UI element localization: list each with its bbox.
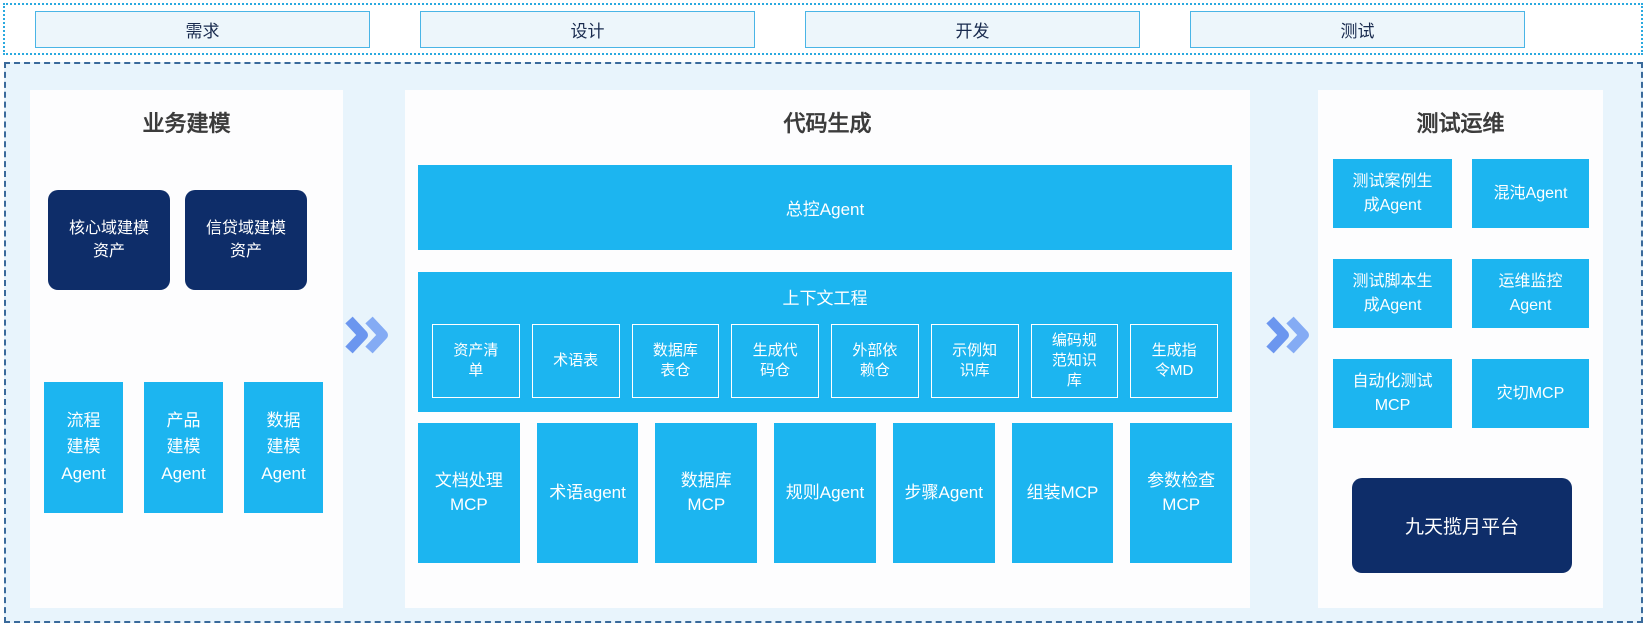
asset-list-box: 资产清 单 bbox=[432, 324, 520, 398]
panel-code-generation: 代码生成 总控Agent 上下文工程 资产清 单 术语表 数据库 表仓 生成代 … bbox=[405, 90, 1250, 608]
phase-box-design: 设计 bbox=[420, 10, 755, 48]
panel-business-modeling: 业务建模 核心域建模 资产 信贷域建模 资产 流程 建模 Agent 产品 建模… bbox=[30, 90, 343, 608]
glossary-box: 术语表 bbox=[531, 324, 620, 398]
step-agent-box: 步骤Agent bbox=[892, 423, 995, 563]
rule-agent-box: 规则Agent bbox=[774, 423, 876, 563]
example-knowledge-base-box: 示例知 识库 bbox=[930, 324, 1019, 398]
double-chevron-right-icon bbox=[344, 316, 390, 354]
parameter-check-mcp-box: 参数检查 MCP bbox=[1130, 423, 1233, 563]
context-engineering-box: 上下文工程 资产清 单 术语表 数据库 表仓 生成代 码仓 外部依 赖仓 示例知… bbox=[418, 272, 1232, 412]
credit-domain-modeling-asset-box: 信贷域建模 资产 bbox=[185, 190, 307, 290]
modeling-agent-row: 流程 建模 Agent 产品 建模 Agent 数据 建模 Agent bbox=[44, 382, 323, 513]
jiutian-lanyue-platform-box: 九天揽月平台 bbox=[1352, 478, 1572, 573]
phase-box-requirements: 需求 bbox=[35, 10, 370, 48]
double-chevron-right-icon bbox=[1265, 316, 1311, 354]
disaster-switch-mcp-box: 灾切MCP bbox=[1472, 359, 1589, 428]
context-item-row: 资产清 单 术语表 数据库 表仓 生成代 码仓 外部依 赖仓 示例知 识库 编码… bbox=[432, 324, 1218, 398]
coding-standard-knowledge-base-box: 编码规 范知识 库 bbox=[1030, 324, 1119, 398]
tool-box-row: 文档处理 MCP 术语agent 数据库 MCP 规则Agent 步骤Agent… bbox=[418, 423, 1233, 563]
automated-testing-mcp-box: 自动化测试 MCP bbox=[1333, 359, 1452, 428]
assembly-mcp-box: 组装MCP bbox=[1011, 423, 1114, 563]
data-modeling-agent-box: 数据 建模 Agent bbox=[244, 382, 323, 513]
asset-box-row: 核心域建模 资产 信贷域建模 资产 bbox=[48, 190, 307, 290]
database-mcp-box: 数据库 MCP bbox=[655, 423, 758, 563]
generation-instruction-md-box: 生成指 令MD bbox=[1130, 324, 1218, 398]
context-engineering-title: 上下文工程 bbox=[782, 289, 868, 308]
panel-test-operations: 测试运维 测试案例生 成Agent 混沌Agent 测试脚本生 成Agent 运… bbox=[1318, 90, 1603, 608]
generated-code-repo-box: 生成代 码仓 bbox=[731, 324, 819, 398]
external-dependency-repo-box: 外部依 赖仓 bbox=[831, 324, 919, 398]
process-modeling-agent-box: 流程 建模 Agent bbox=[44, 382, 123, 513]
test-script-generation-agent-box: 测试脚本生 成Agent bbox=[1333, 259, 1452, 328]
glossary-agent-box: 术语agent bbox=[536, 423, 639, 563]
phase-bar: 需求 设计 开发 测试 bbox=[3, 3, 1643, 55]
chaos-agent-box: 混沌Agent bbox=[1472, 159, 1589, 228]
database-table-repo-box: 数据库 表仓 bbox=[631, 324, 720, 398]
business-modeling-title: 业务建模 bbox=[142, 111, 231, 136]
core-domain-modeling-asset-box: 核心域建模 资产 bbox=[48, 190, 170, 290]
phase-box-development: 开发 bbox=[805, 10, 1140, 48]
document-processing-mcp-box: 文档处理 MCP bbox=[418, 423, 520, 563]
product-modeling-agent-box: 产品 建模 Agent bbox=[144, 382, 223, 513]
main-container: 业务建模 核心域建模 资产 信贷域建模 资产 流程 建模 Agent 产品 建模… bbox=[4, 62, 1643, 623]
test-case-generation-agent-box: 测试案例生 成Agent bbox=[1333, 159, 1452, 228]
test-operations-title: 测试运维 bbox=[1416, 111, 1505, 136]
master-control-agent-bar: 总控Agent bbox=[418, 165, 1232, 250]
code-generation-title: 代码生成 bbox=[783, 111, 872, 136]
ops-monitoring-agent-box: 运维监控 Agent bbox=[1472, 259, 1589, 328]
phase-box-testing: 测试 bbox=[1190, 10, 1525, 48]
test-ops-box-grid: 测试案例生 成Agent 混沌Agent 测试脚本生 成Agent 运维监控 A… bbox=[1333, 159, 1589, 428]
